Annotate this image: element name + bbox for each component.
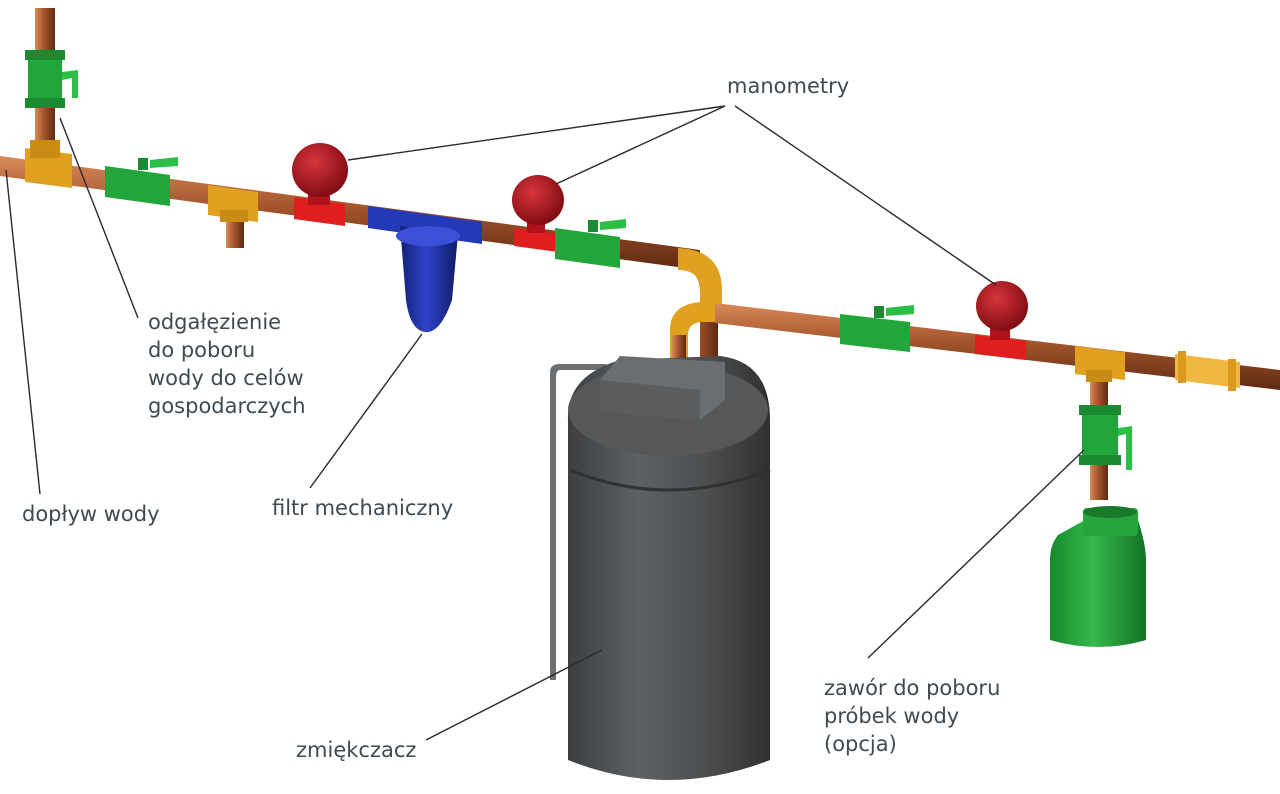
- main-valve-3: [840, 305, 914, 352]
- mechanical-filter: [368, 206, 482, 333]
- label-softener: zmiękczacz: [296, 738, 417, 762]
- tee-fitting-left: [25, 140, 72, 188]
- manometer-3: [975, 281, 1028, 360]
- sample-valve: [1079, 405, 1132, 470]
- leader-sample-valve: [867, 449, 1085, 659]
- main-valve-2: [555, 219, 626, 268]
- manometer-2: [512, 175, 564, 252]
- sample-bottle: [1050, 506, 1146, 647]
- leader-lines: [5, 105, 1085, 741]
- water-softener: [550, 356, 771, 780]
- label-water-inlet: dopływ wody: [22, 502, 160, 526]
- label-sample-valve: zawór do poboru próbek wody (opcja): [824, 676, 1001, 756]
- leader-manometer-3: [734, 105, 997, 286]
- label-mechanical-filter: filtr mechaniczny: [272, 496, 454, 520]
- leader-manometer-2: [555, 105, 726, 185]
- leader-filter: [309, 333, 423, 489]
- softener-inlet-elbow: [678, 248, 722, 368]
- brass-coupling-right: [1175, 351, 1240, 391]
- label-branch-household: odgałęzienie do poboru wody do celów gos…: [148, 310, 306, 418]
- label-manometry: manometry: [727, 74, 850, 98]
- tee-fitting-2: [208, 185, 258, 248]
- leader-branch: [59, 117, 139, 319]
- leader-inlet: [5, 169, 41, 495]
- leader-softener: [425, 649, 603, 741]
- leader-manometer-1: [347, 105, 726, 161]
- manometer-1: [292, 143, 348, 226]
- branch-valve: [25, 50, 78, 108]
- main-valve-1: [105, 157, 178, 206]
